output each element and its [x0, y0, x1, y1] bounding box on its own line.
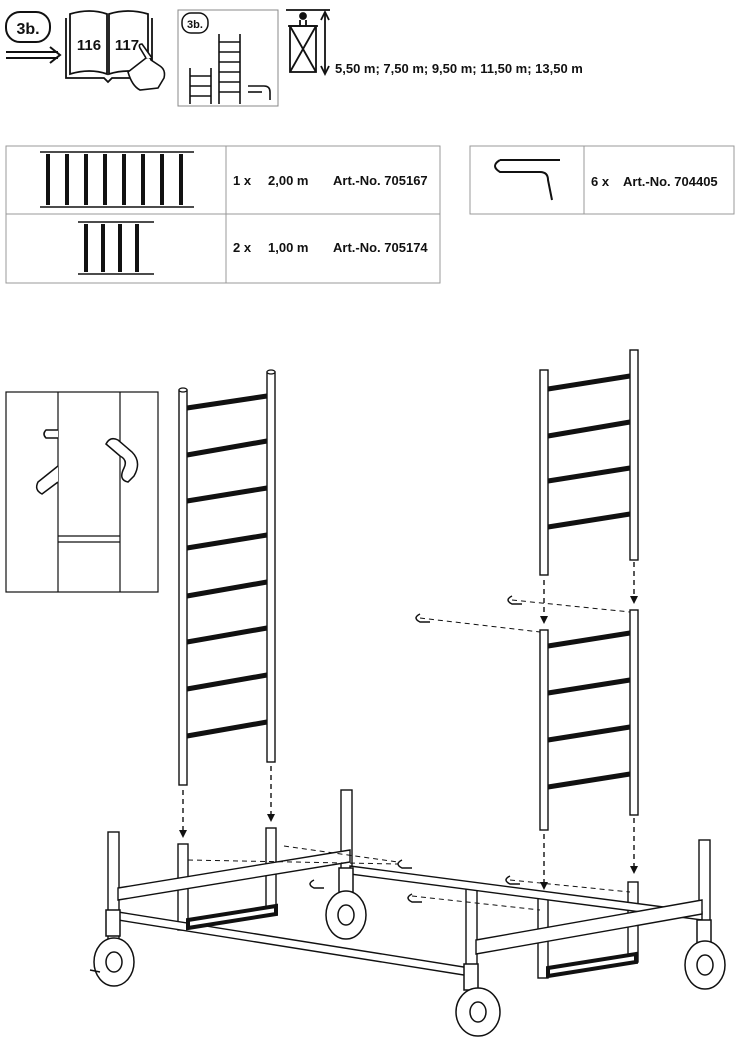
base-frame: [107, 789, 711, 979]
castor-wheel-icon: [455, 963, 501, 1037]
step-badge: 3b.: [5, 11, 51, 43]
sub-step-panel: 3b.: [177, 9, 279, 107]
sub-step-number: 3b.: [187, 19, 203, 31]
double-arrow-icon: [6, 46, 62, 64]
frame-2m-assembly: [178, 369, 276, 786]
step-number: 3b.: [16, 21, 39, 38]
parts-table: 1 x 2,00 m Art.-No. 705167 2 x 1,00 m Ar…: [5, 145, 441, 284]
frame-1m-lower: [539, 609, 639, 831]
assembly-guides: [182, 562, 635, 911]
pins-qty: 6 x: [591, 174, 610, 189]
part-2-article: Art.-No. 705174: [333, 240, 428, 255]
locking-pin-icon: [494, 159, 560, 201]
part-1-length: 2,00 m: [268, 173, 308, 188]
part-1-qty: 1 x: [233, 173, 252, 188]
pointing-hand-icon: [127, 43, 166, 91]
pin-detail-inset: [5, 391, 159, 593]
frame-1m-icon: [78, 221, 154, 275]
castor-wheel-icon: [89, 909, 135, 987]
part-2-qty: 2 x: [233, 240, 252, 255]
castor-wheel-icon: [684, 919, 726, 990]
pins-table: 6 x Art.-No. 704405: [469, 145, 735, 215]
frame-2m-icon: [40, 151, 194, 208]
ladder-frames-icon: [189, 34, 271, 104]
manual-left-page: 116: [77, 37, 101, 54]
locking-pin-icon: [309, 595, 522, 903]
arrow-heads: [179, 596, 638, 890]
part-1-article: Art.-No. 705167: [333, 173, 428, 188]
manual-right-page: 117: [115, 37, 139, 54]
frame-1m-upper: [539, 349, 639, 576]
worker-height-icon: [286, 9, 330, 77]
available-heights: 5,50 m; 7,50 m; 9,50 m; 11,50 m; 13,50 m: [335, 61, 583, 76]
castor-wheel-icon: [325, 867, 367, 940]
pins-article: Art.-No. 704405: [623, 174, 718, 189]
part-2-length: 1,00 m: [268, 240, 308, 255]
